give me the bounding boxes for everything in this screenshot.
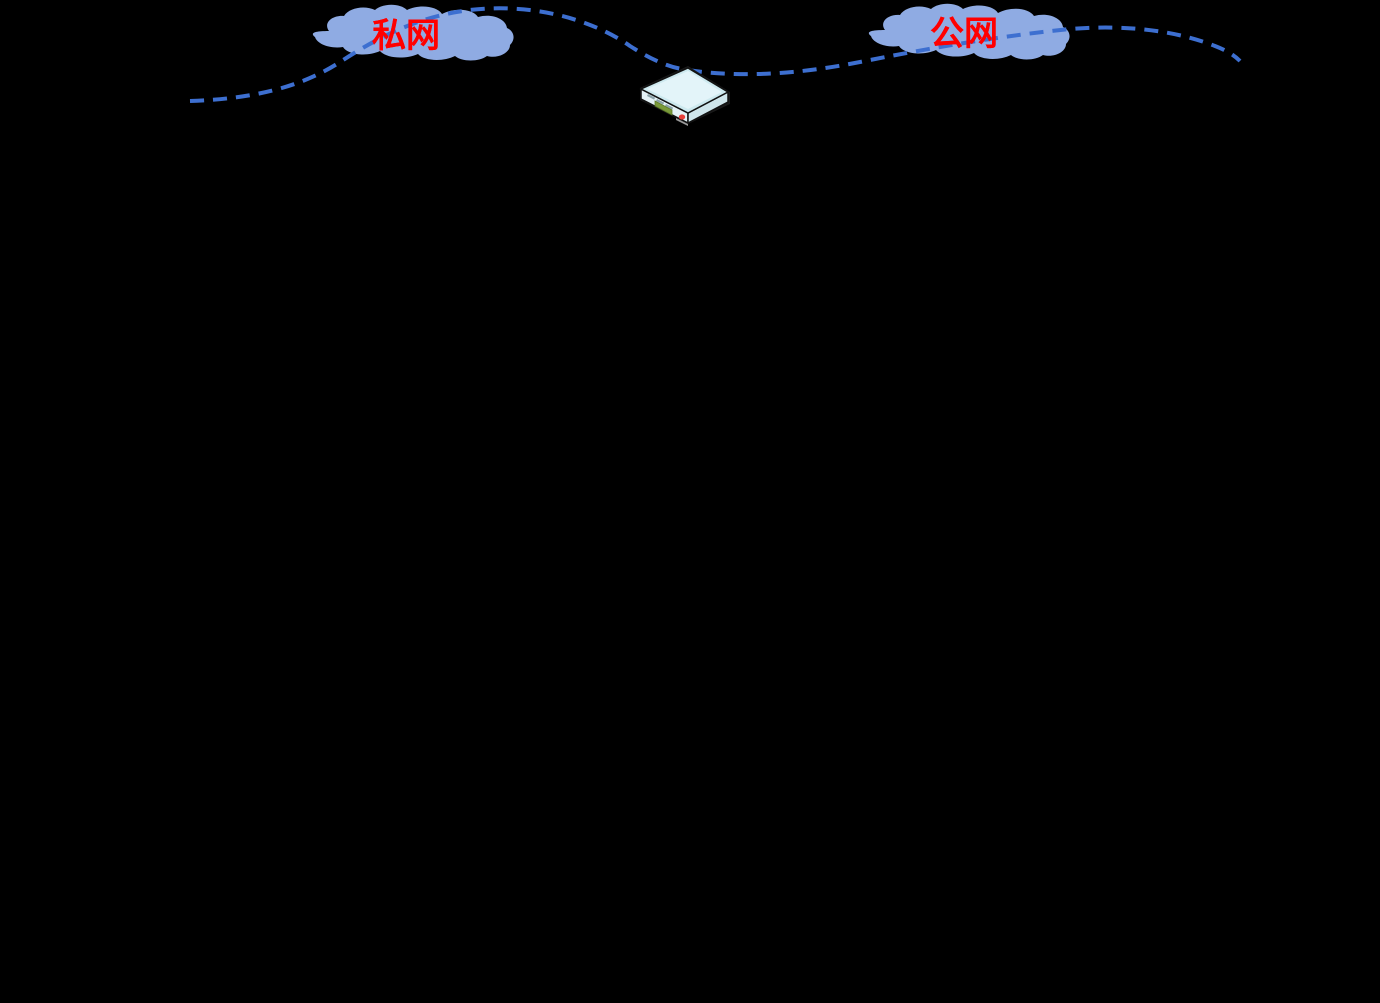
device-port-green	[654, 100, 673, 116]
cloud-label-public-network: 公网	[930, 14, 998, 54]
tunnel-segment-left	[189, 6, 689, 103]
tunnel-link-dashed-path	[189, 6, 1242, 103]
cloud-label-private-network: 私网	[372, 16, 440, 56]
gateway-device[interactable]	[639, 66, 730, 126]
device-vent-slots	[647, 93, 674, 110]
device-panel-edge	[676, 118, 688, 126]
cloud-public-network	[868, 3, 1070, 60]
cloud-shape-public	[868, 3, 1070, 60]
device-top-highlight	[647, 71, 722, 109]
device-led-indicator	[678, 114, 686, 120]
tunnel-segment-right	[687, 25, 1242, 77]
